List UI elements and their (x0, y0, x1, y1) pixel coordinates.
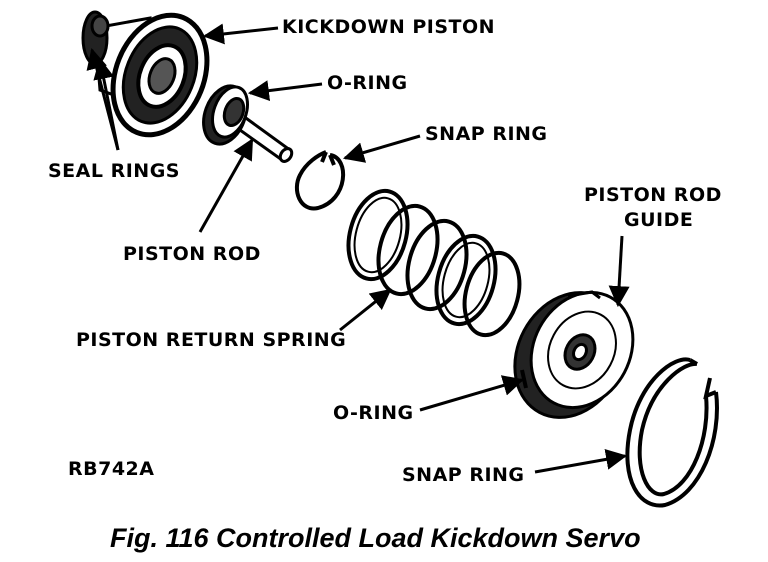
label-seal-rings: SEAL RINGS (48, 160, 180, 182)
label-o-ring-bottom: O-RING (333, 402, 414, 424)
leader-lines (86, 23, 630, 474)
label-piston-rod-guide-line2: GUIDE (624, 209, 694, 231)
label-piston-rod-guide-line1: PISTON ROD (584, 184, 722, 206)
figure-caption: Fig. 116 Controlled Load Kickdown Servo (110, 523, 641, 553)
piston-rod-guide-part (513, 290, 635, 419)
label-kickdown-piston: KICKDOWN PISTON (282, 16, 496, 38)
label-piston-rod: PISTON ROD (123, 243, 261, 265)
piston-return-spring-part (346, 188, 522, 338)
reference-code: RB742A (68, 458, 155, 480)
snap-ring-large-part (625, 357, 719, 508)
label-piston-return-spring: PISTON RETURN SPRING (76, 329, 347, 351)
label-snap-ring-top: SNAP RING (425, 123, 548, 145)
kickdown-piston-part (81, 10, 210, 138)
label-o-ring-top: O-RING (327, 72, 408, 94)
piston-rod-part (202, 84, 294, 163)
label-snap-ring-bottom: SNAP RING (402, 464, 525, 486)
snap-ring-small-part (294, 150, 346, 211)
